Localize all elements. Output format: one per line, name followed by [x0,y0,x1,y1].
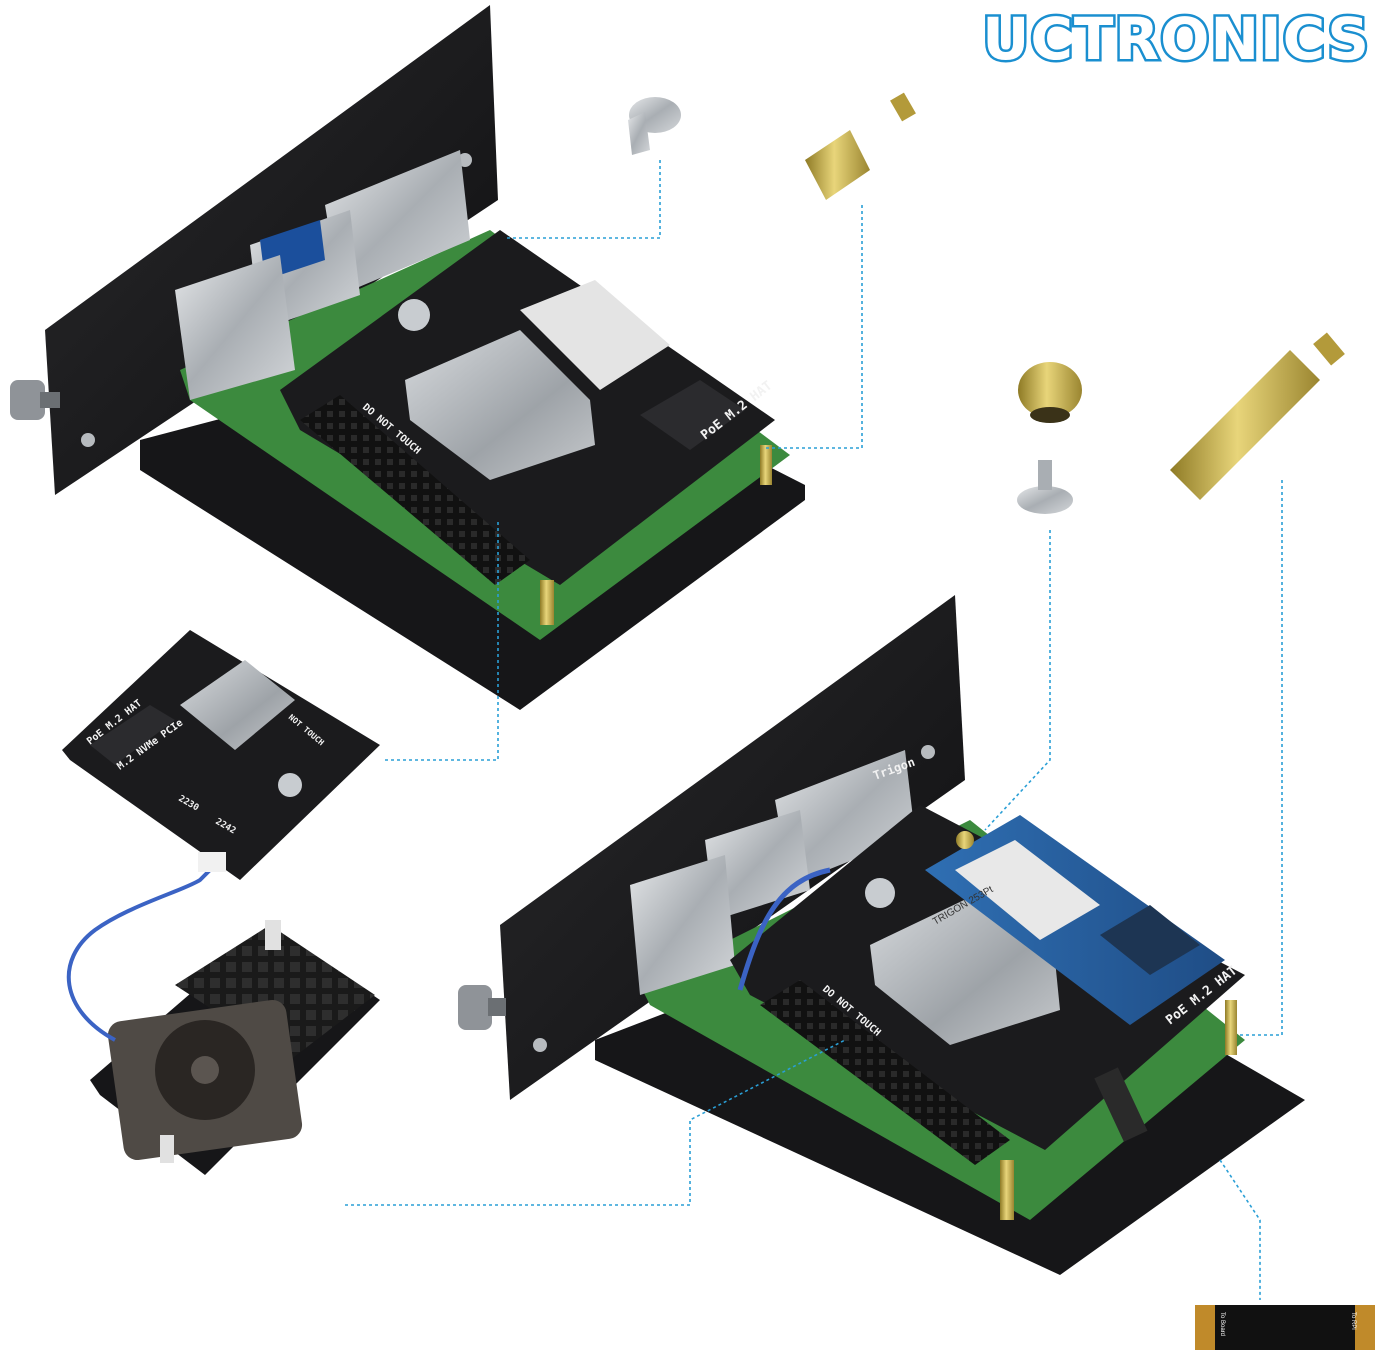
leader-standoff-long [1240,480,1283,1036]
spring-pin [265,920,281,950]
loose-hat-board: PoE M.2 HAT M.2 NVMe PCIe 2230 2242 NOT … [62,630,380,880]
ports [175,150,470,400]
standoff [760,445,772,485]
gpio-header [300,395,530,585]
standoff [540,580,554,625]
gpio-header-2 [760,980,1010,1165]
leader-screw-2 [984,530,1051,831]
active-cooler [66,852,380,1175]
bottom-assembly: PoE M.2 HAT DO NOT TOUCH Trigon TRIGON 2… [458,595,1305,1275]
leader-loose-hat [385,520,499,761]
leader-cooler [345,1039,846,1206]
brass-standoff-long [1170,332,1345,500]
plate-hole-2 [921,745,935,759]
loose-heat-shield [180,660,295,750]
leader-standoff-short [765,205,863,449]
ribbon-installed [1094,1067,1148,1142]
brass-standoff-short [805,92,916,200]
brass-nut [1018,362,1082,423]
heat-shield [405,330,595,480]
plate-hole-2 [533,1038,547,1052]
m2-brass-nut [956,831,974,849]
thumb-screw-2 [458,985,506,1030]
machine-screw-small [628,97,681,155]
brand-logo: UCTRONICS [980,5,1372,73]
thermal-pad [520,280,670,390]
loose-capacitor [278,773,302,797]
leader-screw [505,160,661,239]
leader-ribbon [1219,1159,1261,1300]
fan-connector [198,852,226,872]
plate-hole [81,433,95,447]
loose-m2-slot [90,705,175,765]
ports-2 [630,750,915,995]
capacitor-2 [865,878,895,908]
standoff-2 [1225,1000,1237,1055]
standoff-2 [1000,1160,1014,1220]
ribbon-right-label: To RPi [1350,1312,1356,1330]
capacitor [398,299,430,331]
ssd-label [955,840,1100,940]
ribbon-left-label: To Board [1219,1312,1225,1336]
top-assembly: PoE M.2 HAT DO NOT TOUCH [10,5,805,710]
ssd-controller [1100,905,1200,975]
m2-connector [640,380,745,450]
ffc-ribbon-cable: To Board To RPi [1195,1305,1375,1350]
fan-wire [737,867,831,991]
leader-lines [345,160,1283,1300]
countersunk-screw [1017,460,1073,514]
spring-pin [160,1135,174,1163]
thumb-screw [10,380,60,420]
fan-cable [66,868,212,1042]
heatsink-fins [175,925,375,1060]
